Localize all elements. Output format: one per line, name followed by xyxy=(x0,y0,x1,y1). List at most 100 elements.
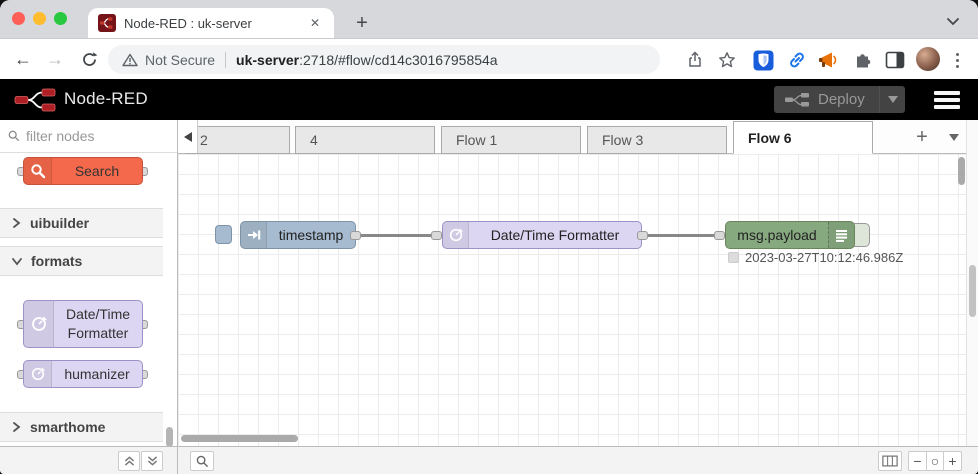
flow-tab-2[interactable]: 2 xyxy=(185,126,290,154)
clock-cycle-icon xyxy=(24,361,52,387)
browser-menu-icon[interactable] xyxy=(950,49,964,71)
flow-tab-flow1[interactable]: Flow 1 xyxy=(441,126,581,154)
flow-tab-bar: 2 4 Flow 1 Flow 3 Flow 6 + xyxy=(178,120,966,154)
reload-button[interactable] xyxy=(78,48,100,70)
inject-arrow-icon xyxy=(241,222,267,248)
inject-output-port[interactable] xyxy=(350,231,361,240)
tab-search-chevron-icon[interactable] xyxy=(946,13,960,31)
category-uibuilder[interactable]: uibuilder xyxy=(0,208,163,238)
bookmark-star-icon[interactable] xyxy=(716,49,738,71)
formatter-output-port[interactable] xyxy=(637,231,648,240)
category-label: formats xyxy=(31,253,83,269)
nodered-header: Node-RED Deploy xyxy=(0,79,978,120)
humanizer-node-label: humanizer xyxy=(64,365,130,382)
link-extension-icon[interactable] xyxy=(786,49,808,71)
extensions-puzzle-icon[interactable] xyxy=(852,49,874,71)
footer-bar: − ○ + xyxy=(0,446,978,474)
side-panel-icon[interactable] xyxy=(884,49,906,71)
magnifier-icon xyxy=(24,158,52,184)
flow-canvas[interactable]: timestamp Date/Time Formatter msg.payloa… xyxy=(178,154,966,446)
brand-title: Node-RED xyxy=(64,89,148,108)
palette-filter[interactable] xyxy=(0,120,177,153)
clock-cycle-icon xyxy=(443,222,469,248)
search-node-label: Search xyxy=(74,162,120,179)
filter-search-icon xyxy=(8,130,20,142)
megaphone-extension-icon[interactable] xyxy=(818,49,840,71)
inject-trigger-button[interactable] xyxy=(215,225,232,244)
zoom-reset-button[interactable]: ○ xyxy=(926,451,944,471)
zoom-out-button[interactable]: − xyxy=(908,451,926,471)
nodered-logo xyxy=(14,88,56,112)
flow-tab-4[interactable]: 4 xyxy=(295,126,435,154)
canvas-search-button[interactable] xyxy=(190,451,214,471)
node-red-favicon xyxy=(98,14,116,32)
canvas-horizontal-scrollbar[interactable] xyxy=(181,435,298,442)
browser-tab[interactable]: Node-RED : uk-server ✕ xyxy=(88,8,334,38)
filter-nodes-input[interactable] xyxy=(26,128,156,144)
expand-all-categories-button[interactable] xyxy=(141,451,163,471)
palette-node-humanizer[interactable]: humanizer xyxy=(23,360,143,388)
main-menu-icon[interactable] xyxy=(934,91,960,109)
triangle-left-icon xyxy=(183,131,192,142)
node-msg-payload[interactable]: msg.payload xyxy=(725,221,855,249)
page-scrollbar-thumb[interactable] xyxy=(969,265,976,317)
workspace: Search uibuilder formats Date/Time F xyxy=(0,120,978,447)
canvas-vertical-scrollbar[interactable] xyxy=(958,157,965,185)
collapse-all-categories-button[interactable] xyxy=(118,451,140,471)
new-tab-button[interactable]: + xyxy=(356,11,368,34)
deploy-icon xyxy=(785,92,809,106)
flow-list-chevron-icon[interactable] xyxy=(940,123,968,151)
deploy-button[interactable]: Deploy xyxy=(774,86,905,113)
add-flow-button[interactable]: + xyxy=(916,125,928,148)
category-smarthome[interactable]: smarthome xyxy=(0,412,163,442)
tab-scroll-left-button[interactable] xyxy=(178,120,198,153)
page-scrollbar[interactable] xyxy=(966,120,978,446)
url-divider xyxy=(225,51,227,68)
chevron-right-icon xyxy=(13,218,21,228)
palette-node-datetime-formatter[interactable]: Date/Time Formatter xyxy=(23,300,143,348)
tab-title: Node-RED : uk-server xyxy=(124,15,252,31)
back-button[interactable]: ← xyxy=(14,48,32,69)
profile-avatar[interactable] xyxy=(916,47,940,71)
category-formats[interactable]: formats xyxy=(0,246,163,276)
macos-titlebar: Node-RED : uk-server ✕ + xyxy=(0,0,978,38)
debug-status-text: 2023-03-27T10:12:46.986Z xyxy=(745,250,904,265)
deploy-label: Deploy xyxy=(818,91,865,108)
url-path: :2718/#flow/cd14c3016795854a xyxy=(299,51,498,68)
formatter-node-label: Date/Time Formatter xyxy=(490,227,620,243)
category-label: smarthome xyxy=(30,419,106,435)
browser-toolbar: ← → Not Secure uk-server :2718/#flow/cd1… xyxy=(0,38,978,79)
debug-status-dot xyxy=(728,252,739,263)
palette-footer xyxy=(0,447,178,474)
zoom-in-button[interactable]: + xyxy=(944,451,962,471)
tab-close-icon[interactable]: ✕ xyxy=(309,16,320,30)
wire-inject-formatter[interactable] xyxy=(359,234,440,237)
palette-scrollbar[interactable] xyxy=(166,427,173,447)
formatter-input-port[interactable] xyxy=(431,231,442,240)
minimize-window-button[interactable] xyxy=(33,12,46,25)
palette-node-search[interactable]: Search xyxy=(23,157,143,185)
navigator-map-button[interactable] xyxy=(878,451,902,471)
traffic-lights xyxy=(12,12,67,25)
debug-list-icon xyxy=(828,222,854,248)
clock-cycle-icon xyxy=(24,301,54,347)
share-icon[interactable] xyxy=(684,49,706,71)
debug-node-label: msg.payload xyxy=(737,227,817,243)
password-manager-extension-icon[interactable] xyxy=(752,49,774,71)
inject-node-label: timestamp xyxy=(278,227,344,243)
flow-tab-flow3[interactable]: Flow 3 xyxy=(587,126,727,154)
close-window-button[interactable] xyxy=(12,12,25,25)
node-palette: Search uibuilder formats Date/Time F xyxy=(0,120,178,447)
flow-tab-flow6[interactable]: Flow 6 xyxy=(733,121,873,154)
debug-input-port[interactable] xyxy=(714,231,725,240)
node-datetime-formatter[interactable]: Date/Time Formatter xyxy=(442,221,642,249)
url-host: uk-server xyxy=(236,51,300,68)
zoom-window-button[interactable] xyxy=(54,12,67,25)
wire-formatter-debug[interactable] xyxy=(646,234,720,237)
deploy-options-chevron-icon[interactable] xyxy=(879,86,905,113)
address-bar[interactable]: Not Secure uk-server :2718/#flow/cd14c30… xyxy=(108,45,660,74)
node-timestamp[interactable]: timestamp xyxy=(240,221,356,249)
forward-button: → xyxy=(46,48,64,69)
chevron-down-icon xyxy=(12,257,22,265)
